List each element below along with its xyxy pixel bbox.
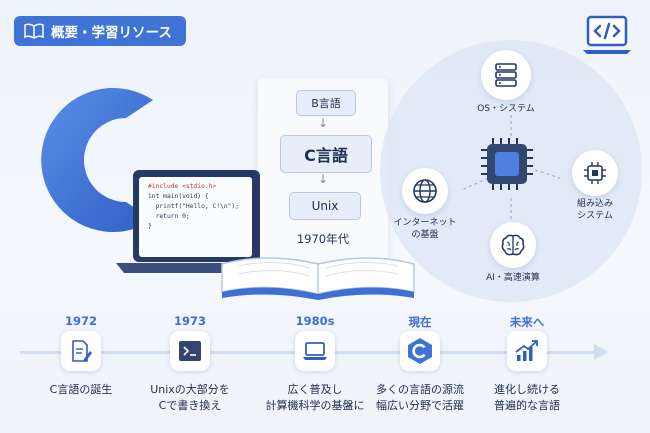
flow-step-c-label: C言語 [304,146,348,165]
internet-label-line1: インターネット [393,218,457,228]
timeline-year-future: 未来へ [509,315,545,329]
open-book-icon [24,23,44,39]
flow-step-b: B言語 [296,90,356,116]
timeline-text-1973: Unixの大部分を Cで書き換え [130,382,250,414]
timeline-year-now: 現在 [408,315,432,329]
timeline-text-1972-line1: C言語の誕生 [49,383,113,396]
flow-arrow-1: ↓ [318,116,329,130]
timeline-item-now [400,331,440,371]
timeline-text-future-line1: 進化し続ける [494,383,560,396]
code-line-4: return 0; [148,213,190,220]
timeline-text-1980s-line2: 計算機科学の基盤に [265,399,365,412]
internet-node [402,168,448,214]
code-laptop-icon [583,15,631,54]
timeline-text-1972: C言語の誕生 [21,382,141,398]
timeline-text-now-line1: 多くの言語の源流 [376,383,464,396]
timeline-text-1973-line2: Cで書き換え [158,399,222,412]
timeline-year-1973: 1973 [173,314,206,328]
growth-chart-icon [515,340,538,361]
laptop-icon [303,342,327,360]
os-label: OS・システム [477,104,535,114]
timeline-item-1972 [61,331,101,371]
code-line-2: int main(void) { [148,193,209,200]
code-screen: #include <stdio.h> int main(void) { prin… [139,177,252,257]
code-line-1: #include <stdio.h> [148,183,217,190]
timeline-item-1980s [295,331,335,371]
server-icon [495,63,517,87]
cpu-chip-icon [479,136,535,196]
timeline-year-1972: 1972 [64,314,97,328]
internet-label-line2: の基盤 [411,230,439,240]
timeline-text-now: 多くの言語の源流 幅広い分野で活躍 [360,382,480,414]
flow-arrow-2: ↓ [318,172,329,186]
timeline-text-future-line2: 普遍的な言語 [494,399,560,412]
section-title: 概要・学習リソース [51,25,172,41]
globe-icon [413,179,437,203]
ai-node [490,222,536,268]
timeline-text-now-line2: 幅広い分野で活躍 [376,399,464,412]
era-label: 1970年代 [296,232,350,246]
embedded-label: 組み込み システム [560,198,630,222]
timeline-text-1980s: 広く普及し 計算機科学の基盤に [255,382,375,414]
brain-icon [501,234,525,256]
timeline-arrowhead [594,344,608,360]
c-logo [41,88,153,233]
terminal-icon [179,341,201,361]
microchip-icon [584,162,606,184]
embedded-label-line2: システム [577,211,613,221]
embedded-node [572,150,618,196]
flow-step-unix-label: Unix [311,199,339,213]
embedded-label-line1: 組み込み [576,199,613,209]
timeline-text-1973-line1: Unixの大部分を [150,383,230,396]
open-book-illustration [221,257,415,300]
os-node [481,50,531,100]
flow-step-c: C言語 [280,135,372,173]
internet-label: インターネット の基盤 [385,217,465,241]
code-line-3: printf("Hello, C!\n"); [148,203,239,210]
connection-lines [461,115,561,222]
timeline-item-1973 [170,331,210,371]
timeline-item-future [507,331,547,371]
flow-step-unix: Unix [289,192,361,220]
timeline-text-1980s-line1: 広く普及し [287,383,343,396]
c-logo-icon [408,338,432,364]
ai-label: AI・高速演算 [486,273,540,283]
flow-step-b-label: B言語 [311,97,341,110]
timeline-year-1980s: 1980s [295,314,335,328]
section-badge: 概要・学習リソース [14,16,186,46]
code-line-5: } [148,223,152,230]
document-pen-icon [72,340,92,362]
timeline-text-future: 進化し続ける 普遍的な言語 [467,382,587,414]
